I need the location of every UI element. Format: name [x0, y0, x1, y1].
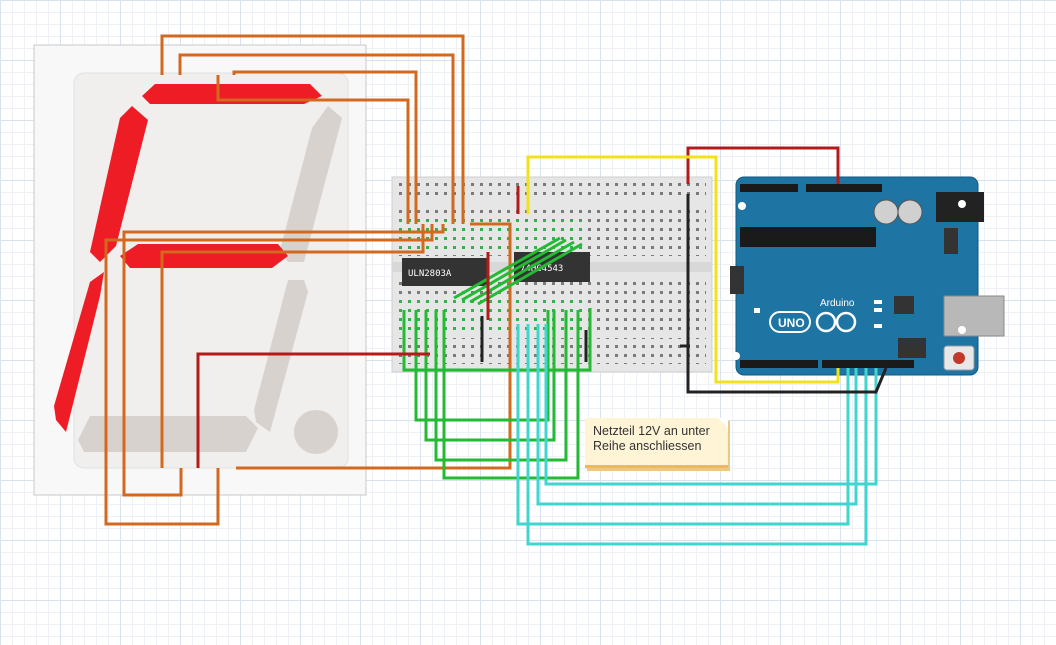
segment-e: [54, 272, 104, 432]
usb-chip: [894, 296, 914, 314]
regulator: [944, 228, 958, 254]
wire-green: [453, 236, 561, 300]
led-on: [754, 308, 760, 313]
wire-orange: [160, 34, 465, 224]
wire-orange: [236, 222, 512, 470]
icsp2-header: [898, 338, 926, 358]
capacitor-1: [873, 199, 899, 225]
icsp-header: [730, 266, 744, 294]
breadboard: ULN2803A 74HC4543: [391, 176, 713, 373]
segment-g: [120, 244, 288, 268]
uno-logo: UNO: [778, 316, 805, 330]
segment-b: [280, 106, 342, 262]
segment-dp: [294, 410, 338, 454]
header-power: [806, 184, 882, 192]
atmega-chip: [740, 227, 876, 247]
capacitor-2: [897, 199, 923, 225]
note-line-2: Reihe anschliessen: [593, 439, 702, 453]
wire-green: [442, 310, 580, 480]
wire-cyan: [526, 324, 868, 546]
usb-port: [943, 295, 1005, 337]
wire-cyan: [544, 324, 878, 486]
wire-red: [196, 352, 430, 468]
wire-orange: [104, 224, 434, 526]
wires-cyan: [516, 324, 878, 546]
note-box: Netzteil 12V an unter Reihe anschliessen: [585, 418, 728, 468]
header-analog: [740, 184, 798, 192]
led-l: [874, 324, 882, 328]
display-face: [73, 72, 349, 469]
seven-segment-display: [33, 44, 367, 496]
wire-orange: [160, 224, 425, 468]
wires-green: [402, 236, 592, 480]
ic-uln2803a-label: ULN2803A: [408, 269, 452, 279]
led-rx: [874, 308, 882, 312]
wire-cyan: [516, 324, 850, 526]
wire-black: [686, 194, 888, 394]
note-line-1: Netzteil 12V an unter: [593, 424, 710, 438]
mount-hole: [958, 200, 966, 208]
wire-green: [477, 242, 583, 306]
segment-f: [90, 106, 148, 262]
wire-orange: [122, 224, 445, 497]
ic-74hc4543-label: 74HC4543: [520, 264, 563, 274]
wires-orange: [104, 34, 512, 526]
arduino-uno: UNO Arduino: [730, 176, 1005, 376]
mount-hole: [738, 202, 746, 210]
mount-hole: [958, 326, 966, 334]
wire-green: [414, 310, 550, 422]
wire-yellow: [526, 155, 840, 384]
ic-uln2803a: [402, 258, 488, 286]
uno-logo-frame: [769, 311, 811, 333]
connected-holes-bottom: [398, 300, 588, 330]
wire-orange: [232, 70, 418, 224]
arduino-infinity-left: [815, 311, 837, 333]
wire-orange: [178, 53, 455, 224]
wires-power: [196, 146, 888, 468]
power-rail-bottom: [398, 338, 706, 364]
wire-cyan: [536, 324, 858, 506]
segment-c: [254, 280, 308, 432]
wire-green: [461, 238, 567, 302]
reset-button-cap: [953, 352, 965, 364]
led-tx: [874, 300, 882, 304]
power-rail-top: [398, 182, 706, 200]
arduino-infinity-right: [835, 311, 857, 333]
wire-green: [434, 310, 568, 462]
wire-orange: [216, 75, 410, 224]
wire-green: [424, 310, 556, 442]
arduino-brand: Arduino: [820, 298, 855, 309]
wire-green: [402, 308, 592, 372]
header-digital-high: [822, 360, 914, 368]
mount-hole: [732, 352, 740, 360]
wire-red: [686, 146, 840, 184]
header-digital-low: [740, 360, 818, 368]
